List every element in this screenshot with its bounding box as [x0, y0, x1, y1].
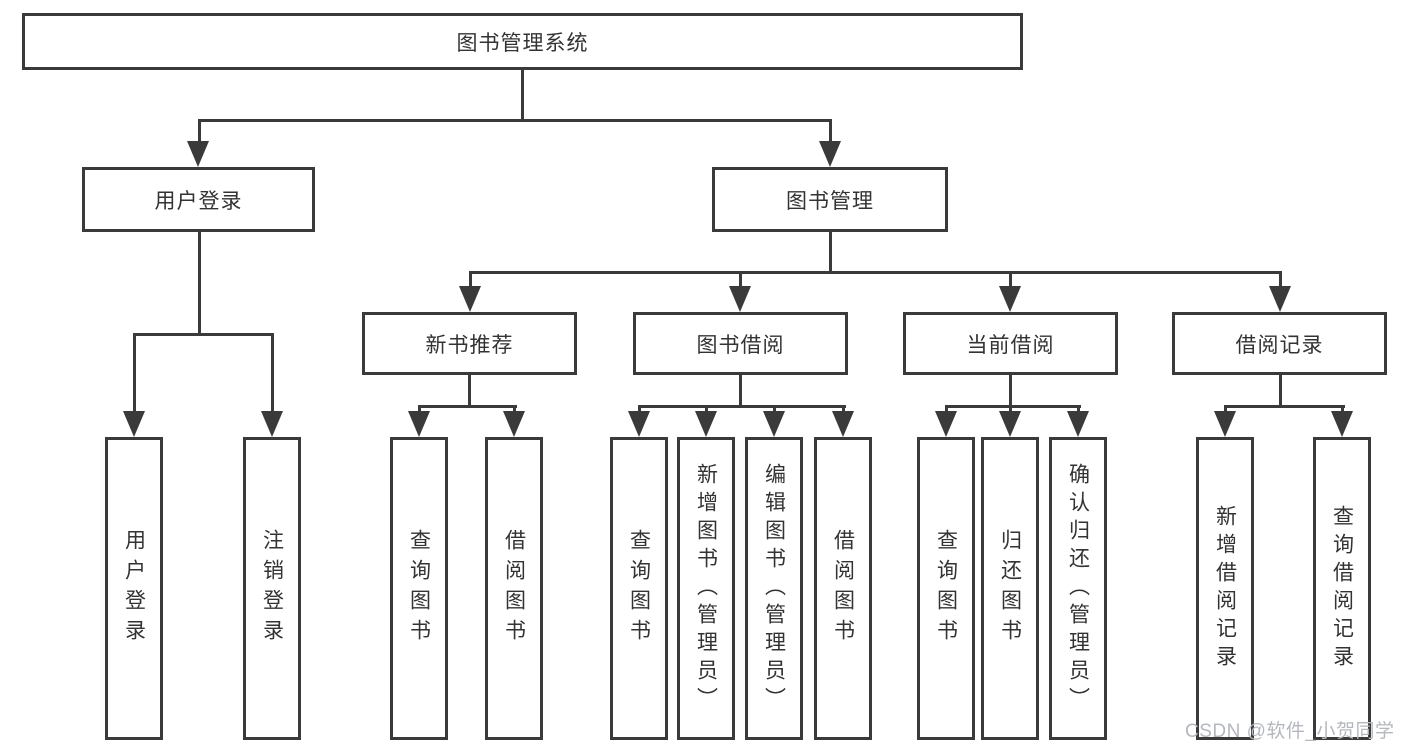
connector-line: [739, 271, 742, 293]
node-user-login: 用户登录: [82, 167, 315, 232]
connector-line: [829, 119, 832, 149]
arrow-down-icon: [261, 411, 283, 437]
connector-line: [739, 373, 742, 408]
arrow-down-icon: [999, 286, 1021, 312]
node-new-book-recommend: 新书推荐: [362, 312, 577, 375]
arrow-down-icon: [1269, 286, 1291, 312]
leaf-borrow-books-recommend: 借阅图书: [485, 437, 543, 740]
arrow-down-icon: [999, 411, 1021, 437]
connector-line: [1009, 271, 1012, 293]
connector-line: [198, 119, 832, 122]
leaf-user-login: 用户登录: [105, 437, 163, 740]
arrow-down-icon: [763, 411, 785, 437]
node-book-management: 图书管理: [712, 167, 948, 232]
arrow-down-icon: [123, 411, 145, 437]
leaf-borrow-books: 借阅图书: [814, 437, 872, 740]
leaf-add-borrow-record: 新增借阅记录: [1196, 437, 1254, 740]
connector-line: [198, 119, 201, 149]
arrow-down-icon: [729, 286, 751, 312]
connector-line: [1279, 271, 1282, 293]
arrow-down-icon: [935, 411, 957, 437]
arrow-down-icon: [1214, 411, 1236, 437]
leaf-confirm-return-admin: 确认归还（管理员）: [1049, 437, 1107, 740]
arrow-down-icon: [459, 286, 481, 312]
connector-line: [469, 271, 472, 293]
leaf-query-books-borrow: 查询图书: [610, 437, 668, 740]
leaf-edit-books-admin: 编辑图书（管理员）: [745, 437, 803, 740]
arrow-down-icon: [1331, 411, 1353, 437]
arrow-down-icon: [819, 141, 841, 167]
leaf-add-books-admin: 新增图书（管理员）: [677, 437, 735, 740]
node-borrow-records: 借阅记录: [1172, 312, 1387, 375]
leaf-query-books-current: 查询图书: [917, 437, 975, 740]
connector-line: [469, 271, 1282, 274]
leaf-query-borrow-record: 查询借阅记录: [1313, 437, 1371, 740]
connector-line: [133, 333, 274, 336]
arrow-down-icon: [628, 411, 650, 437]
connector-line: [945, 405, 1081, 408]
leaf-logout: 注销登录: [243, 437, 301, 740]
connector-line: [468, 373, 471, 408]
arrow-down-icon: [695, 411, 717, 437]
connector-line: [198, 232, 201, 335]
arrow-down-icon: [408, 411, 430, 437]
connector-line: [133, 333, 136, 415]
leaf-query-books-recommend: 查询图书: [390, 437, 448, 740]
csdn-watermark: CSDN @软件_小贺同学: [1185, 721, 1395, 742]
arrow-down-icon: [503, 411, 525, 437]
connector-line: [1009, 373, 1012, 408]
node-current-borrow: 当前借阅: [903, 312, 1118, 375]
connector-line: [271, 333, 274, 415]
connector-line: [829, 232, 832, 273]
arrow-down-icon: [1067, 411, 1089, 437]
leaf-return-books: 归还图书: [981, 437, 1039, 740]
connector-line: [1224, 405, 1345, 408]
connector-line: [521, 68, 524, 121]
connector-line: [418, 405, 517, 408]
connector-line: [638, 405, 846, 408]
node-library-system: 图书管理系统: [22, 13, 1023, 70]
connector-line: [1279, 373, 1282, 408]
node-book-borrow: 图书借阅: [633, 312, 848, 375]
arrow-down-icon: [187, 141, 209, 167]
arrow-down-icon: [832, 411, 854, 437]
